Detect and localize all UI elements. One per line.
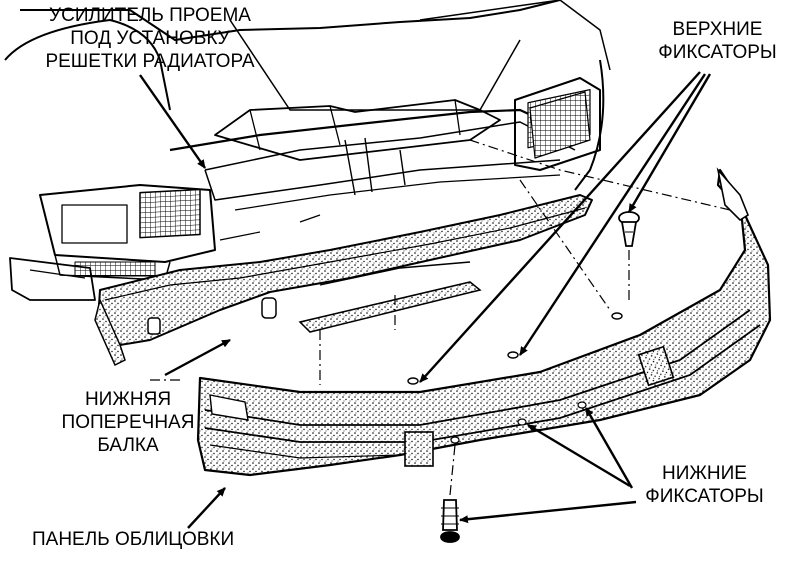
lower-beam-label-line-1: НИЖНЯЯ (84, 389, 172, 410)
lower-cross-beam (94, 194, 593, 367)
lower-clips-label: НИЖНИЕ ФИКСАТОРЫ (637, 462, 772, 508)
lower-beam-label-line-3: БАЛКА (97, 435, 159, 456)
lower-clip-part (440, 499, 460, 543)
reinforcement-label-line-3: РЕШЕТКИ РАДИАТОРА (45, 51, 255, 72)
lower-clips-label-line-2: ФИКСАТОРЫ (645, 486, 764, 507)
upper-clips-label: ВЕРХНИЕ ФИКСАТОРЫ (650, 18, 785, 64)
fascia-panel-label: ПАНЕЛЬ ОБЛИЦОВКИ (32, 528, 234, 551)
reinforcement-label: УСИЛИТЕЛЬ ПРОЕМА ПОД УСТАНОВКУ РЕШЕТКИ Р… (30, 4, 270, 73)
lower-beam-label-line-2: ПОПЕРЕЧНАЯ (61, 412, 195, 433)
leader-arrows (139, 71, 712, 529)
reinforcement-label-line-2: ПОД УСТАНОВКУ (70, 28, 230, 49)
lower-clips-label-line-1: НИЖНИЕ (662, 463, 747, 484)
upper-clips-label-line-1: ВЕРХНИЕ (672, 19, 763, 40)
lower-beam-label: НИЖНЯЯ ПОПЕРЕЧНАЯ БАЛКА (58, 388, 198, 457)
fascia-panel (196, 167, 772, 477)
car-front-end (4, 0, 611, 301)
upper-clips-label-line-2: ФИКСАТОРЫ (658, 42, 777, 63)
assembly-lines (150, 139, 731, 496)
reinforcement-label-line-1: УСИЛИТЕЛЬ ПРОЕМА (49, 5, 251, 26)
upper-clip-part (618, 211, 640, 247)
fascia-panel-label-text: ПАНЕЛЬ ОБЛИЦОВКИ (32, 529, 235, 550)
